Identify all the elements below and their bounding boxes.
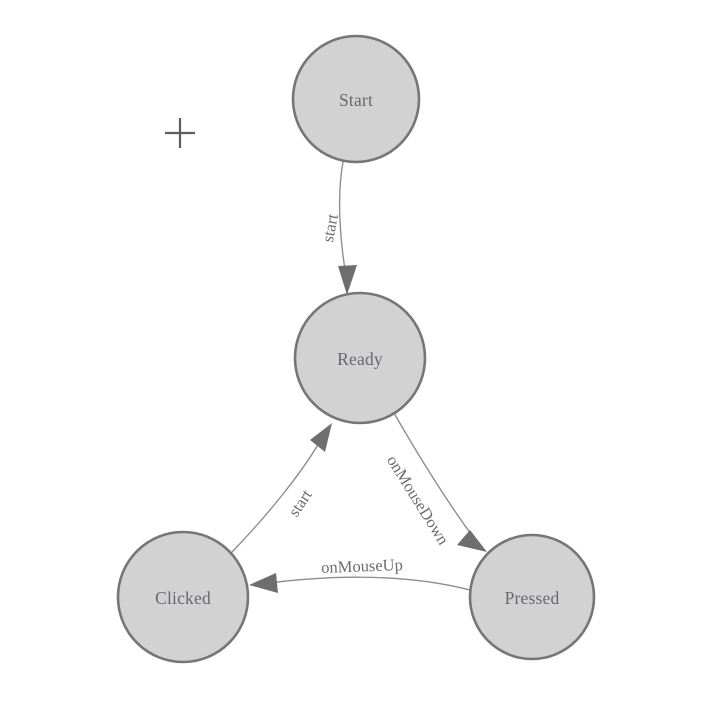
node-pressed[interactable]: Pressed (468, 533, 596, 661)
node-start[interactable]: Start (291, 34, 421, 164)
arrowhead-pressed-to-clicked (249, 573, 278, 593)
edge-start-to-ready[interactable] (338, 161, 357, 295)
arrowhead-clicked-to-ready (310, 423, 332, 452)
node-circle-ready[interactable] (293, 291, 427, 425)
node-label-pressed: Pressed (505, 588, 560, 608)
edge-label-clicked-to-ready: start (284, 486, 316, 521)
node-circle-clicked[interactable] (116, 530, 250, 664)
arrowhead-start-to-ready (338, 265, 357, 295)
edge-ready-to-pressed[interactable] (393, 412, 487, 552)
arrowhead-ready-to-pressed (457, 530, 487, 552)
node-circle-start[interactable] (291, 34, 421, 164)
edge-path-pressed-to-clicked[interactable] (261, 576, 471, 591)
node-ready[interactable]: Ready (293, 291, 427, 425)
edge-path-ready-to-pressed[interactable] (393, 412, 478, 543)
node-label-start: Start (339, 90, 373, 110)
edge-label-ready-to-pressed: onMouseDown (383, 452, 453, 548)
node-clicked[interactable]: Clicked (116, 530, 250, 664)
edge-label-start-to-ready: start (318, 212, 342, 244)
node-circle-pressed[interactable] (468, 533, 596, 661)
node-label-ready: Ready (337, 349, 383, 369)
edge-pressed-to-clicked[interactable] (249, 573, 471, 593)
node-label-clicked: Clicked (155, 588, 211, 608)
plus-marker-icon[interactable] (165, 118, 195, 148)
edge-path-clicked-to-ready[interactable] (231, 433, 325, 553)
edge-clicked-to-ready[interactable] (231, 423, 332, 553)
edge-label-pressed-to-clicked: onMouseUp (321, 555, 403, 577)
